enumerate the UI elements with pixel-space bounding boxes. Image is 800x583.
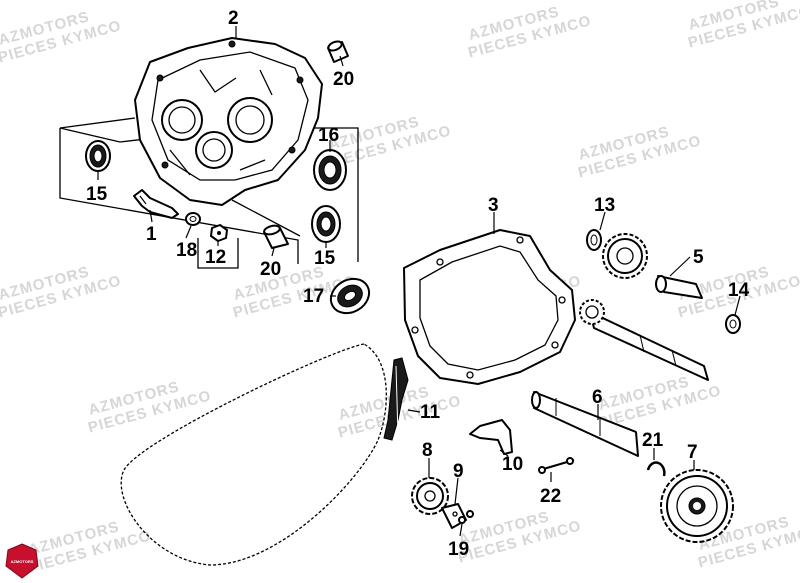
callout-label: 19 xyxy=(448,539,469,560)
nut-part xyxy=(210,224,228,242)
callout-label: 8 xyxy=(422,440,433,461)
callout-label: 1 xyxy=(146,224,157,245)
callout-label: 15 xyxy=(314,248,336,269)
bolt-part xyxy=(133,189,179,219)
callout-label: 17 xyxy=(303,286,324,307)
callout-label: 10 xyxy=(502,454,523,475)
circlip-part xyxy=(646,461,666,477)
leader-lines xyxy=(97,26,741,537)
callout-label: 2 xyxy=(228,8,239,29)
chain-part xyxy=(383,357,409,441)
callout-label: 22 xyxy=(540,486,561,507)
dowel-pin-part xyxy=(327,40,349,63)
bearing-part xyxy=(313,149,347,191)
callout-label: 9 xyxy=(453,461,464,482)
shaft-part xyxy=(531,391,639,457)
callout-label: 5 xyxy=(693,247,704,268)
callout-label: 20 xyxy=(333,69,354,90)
gear-shaft-part xyxy=(602,233,703,299)
bearing-part xyxy=(85,140,111,172)
sprocket-part xyxy=(411,477,449,515)
washer-part xyxy=(185,212,201,226)
logo-text: AZMOTORS xyxy=(11,559,34,564)
cover-plate-part xyxy=(469,419,513,455)
callout-label: 7 xyxy=(687,442,698,463)
callout-label: 18 xyxy=(176,240,197,261)
callout-label: 11 xyxy=(420,402,441,423)
bearing-part xyxy=(311,205,341,243)
callout-labels: 2 20 16 15 1 18 12 20 15 17 3 13 5 14 11… xyxy=(86,8,750,560)
callout-label: 3 xyxy=(488,195,499,216)
dowel-pin-part xyxy=(263,224,289,249)
callout-label: 20 xyxy=(260,259,281,280)
oil-seal-part xyxy=(329,277,371,315)
washer-part xyxy=(725,314,741,334)
bolt-part xyxy=(458,510,474,524)
callout-label: 13 xyxy=(594,195,615,216)
callout-label: 14 xyxy=(728,280,750,301)
callout-label: 12 xyxy=(205,247,226,268)
gear-part xyxy=(660,469,734,543)
callout-label: 16 xyxy=(318,125,339,146)
brand-logo: AZMOTORS xyxy=(5,543,39,579)
drive-belt-part xyxy=(120,343,387,566)
callout-label: 6 xyxy=(592,387,603,408)
pin-part xyxy=(538,457,575,474)
washer-part xyxy=(586,229,602,251)
drive-shaft-part xyxy=(579,299,709,381)
crankcase-cover-part xyxy=(134,37,323,206)
callout-label: 21 xyxy=(642,430,664,451)
callout-label: 15 xyxy=(86,184,108,205)
gasket-part xyxy=(403,229,576,385)
